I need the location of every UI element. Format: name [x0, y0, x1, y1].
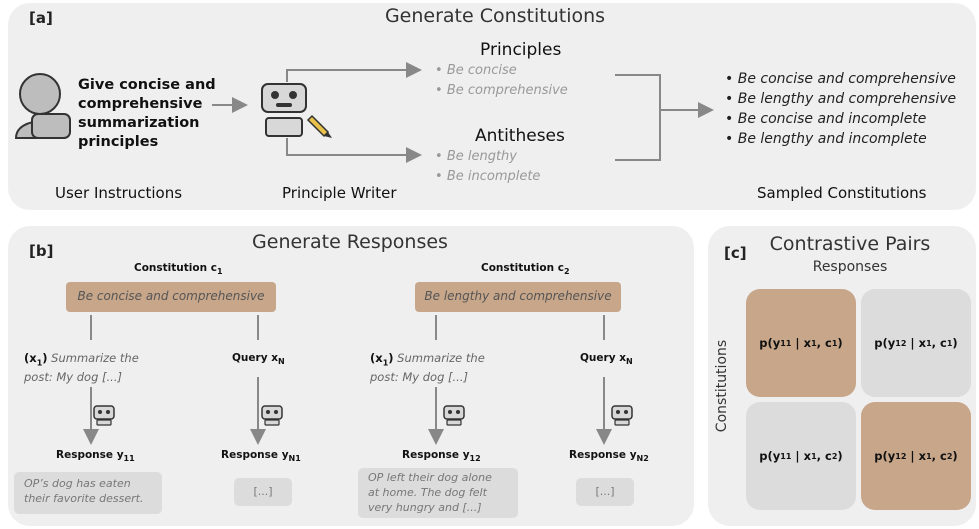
response-yn1-label: Response yN1 [221, 449, 301, 464]
constitution-c2-text: Be lengthy and comprehensive [424, 289, 612, 303]
bracket-merge [615, 74, 661, 161]
constitutions-axis-label: Constitutions [714, 339, 730, 433]
sampled-constitutions-label: Sampled Constitutions [757, 184, 927, 202]
robot-icon [93, 405, 115, 426]
response-y12-label: Response y12 [402, 449, 481, 464]
panel-a [8, 3, 976, 210]
panel-a-tag: [a] [29, 9, 53, 27]
antitheses-list: • Be lengthy • Be incomplete [435, 149, 541, 184]
response-yn2-label: Response yN2 [569, 449, 649, 464]
robot-icon [611, 405, 633, 426]
panel-a-title: Generate Constitutions [384, 5, 606, 27]
robot-icon [261, 405, 283, 426]
query-x1-left: (x1) Summarize the post: My dog [...] [24, 351, 139, 385]
response-y11-text: OP’s dog has eaten their favorite desser… [14, 472, 162, 514]
constitution-c1-label: Constitution c1 [134, 262, 223, 277]
robot-writer-icon [261, 83, 332, 138]
principles-title: Principles [480, 40, 562, 60]
responses-axis-label: Responses [812, 259, 888, 275]
user-icon [14, 73, 71, 139]
response-y12-text: OP left their dog alone at home. The dog… [358, 468, 518, 518]
panel-c-tag: [c] [724, 244, 747, 262]
constitution-c2-label: Constitution c2 [481, 262, 570, 277]
response-y11-label: Response y11 [56, 449, 135, 464]
constitutions-list: • Be concise and comprehensive • Be leng… [725, 71, 957, 147]
constitution-c1-text: Be concise and comprehensive [77, 289, 265, 303]
antitheses-title: Antitheses [475, 126, 565, 146]
query-xn-left: Query xN [232, 352, 285, 367]
query-xn-right: Query xN [580, 352, 633, 367]
user-instructions-label: User Instructions [55, 184, 183, 202]
response-yn1-text: [...] [234, 478, 292, 506]
principle-writer-label: Principle Writer [282, 184, 397, 202]
constitution-c1-box [66, 282, 276, 312]
principles-list: • Be concise • Be comprehensive [435, 63, 568, 98]
query-x1-right: (x1) Summarize the post: My dog [...] [370, 351, 485, 385]
user-instruction-text: Give concise and comprehensive summariza… [78, 77, 216, 150]
panel-c-title: Contrastive Pairs [769, 233, 931, 255]
panel-b-title: Generate Responses [252, 231, 448, 253]
response-yn2-text: [...] [576, 478, 634, 506]
arrow-to-antitheses [286, 138, 422, 163]
arrow-to-principles [286, 62, 422, 82]
panel-b-tag: [b] [29, 242, 54, 260]
robot-icon [443, 405, 465, 426]
constitution-c2-box [415, 282, 621, 312]
